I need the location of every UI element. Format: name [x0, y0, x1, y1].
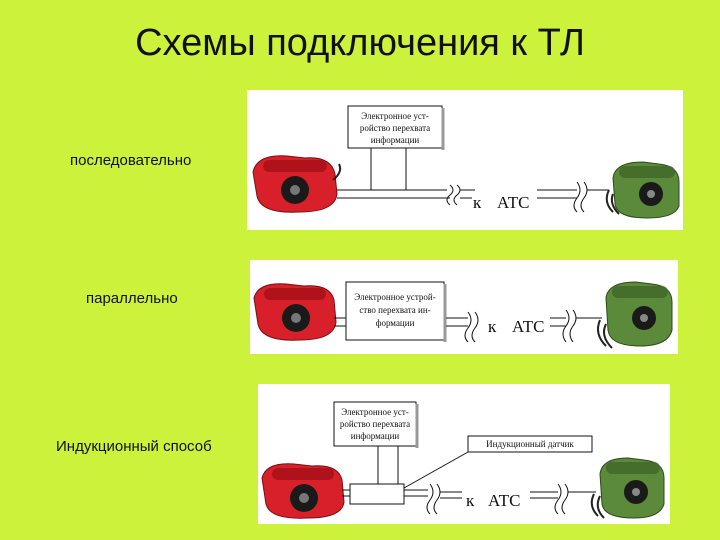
label-serial: последовательно: [70, 152, 192, 169]
interception-device-box: [333, 401, 417, 447]
box-line: Электронное устрой-: [354, 292, 435, 302]
box-line: Электронное уст-: [341, 407, 409, 417]
diagram-parallel: Электронное устрой- ство перехвата ин- ф…: [250, 260, 678, 354]
red-phone-icon: [252, 155, 342, 213]
slide-title: Схемы подключения к ТЛ: [135, 22, 585, 64]
green-phone-icon: [605, 161, 680, 219]
interception-device-box: [347, 105, 443, 149]
line-break-icon: [464, 311, 479, 343]
line-break-icon: [554, 483, 569, 515]
sensor-label: Индукционный датчик: [486, 439, 574, 449]
red-phone-icon: [253, 283, 337, 341]
line-break-icon: [573, 181, 588, 213]
sensor-pointer: [403, 451, 469, 489]
box-line: ройство перехвата: [340, 419, 410, 429]
inductive-sensor-box: [349, 483, 405, 505]
line-break-icon: [446, 184, 461, 206]
green-phone-icon: [590, 457, 665, 519]
atc-label: АТС: [488, 491, 521, 510]
label-parallel: параллельно: [86, 290, 178, 307]
box-line: Электронное уст-: [361, 111, 429, 121]
box-line: информации: [371, 135, 420, 145]
diagram-inductive: Электронное уст- ройство перехвата инфор…: [258, 384, 670, 524]
sensor-label-box: [467, 435, 593, 453]
red-phone-icon: [261, 463, 345, 519]
k-label: к: [466, 491, 475, 510]
box-line: информации: [351, 431, 400, 441]
line-break-icon: [562, 309, 577, 343]
box-line: формации: [376, 318, 415, 328]
diagram-serial: к АТС Электронное уст- ройство перехвата…: [247, 90, 683, 230]
green-phone-icon: [597, 281, 673, 349]
box-line: ство перехвата ин-: [359, 305, 430, 315]
label-inductive: Индукционный способ: [56, 438, 212, 455]
atc-label: АТС: [497, 193, 530, 212]
k-label: к: [488, 317, 497, 336]
line-break-icon: [426, 483, 441, 515]
atc-label: АТС: [512, 317, 545, 336]
box-line: ройство перехвата: [360, 123, 430, 133]
interception-device-box: [345, 281, 445, 341]
k-label: к: [473, 193, 482, 212]
